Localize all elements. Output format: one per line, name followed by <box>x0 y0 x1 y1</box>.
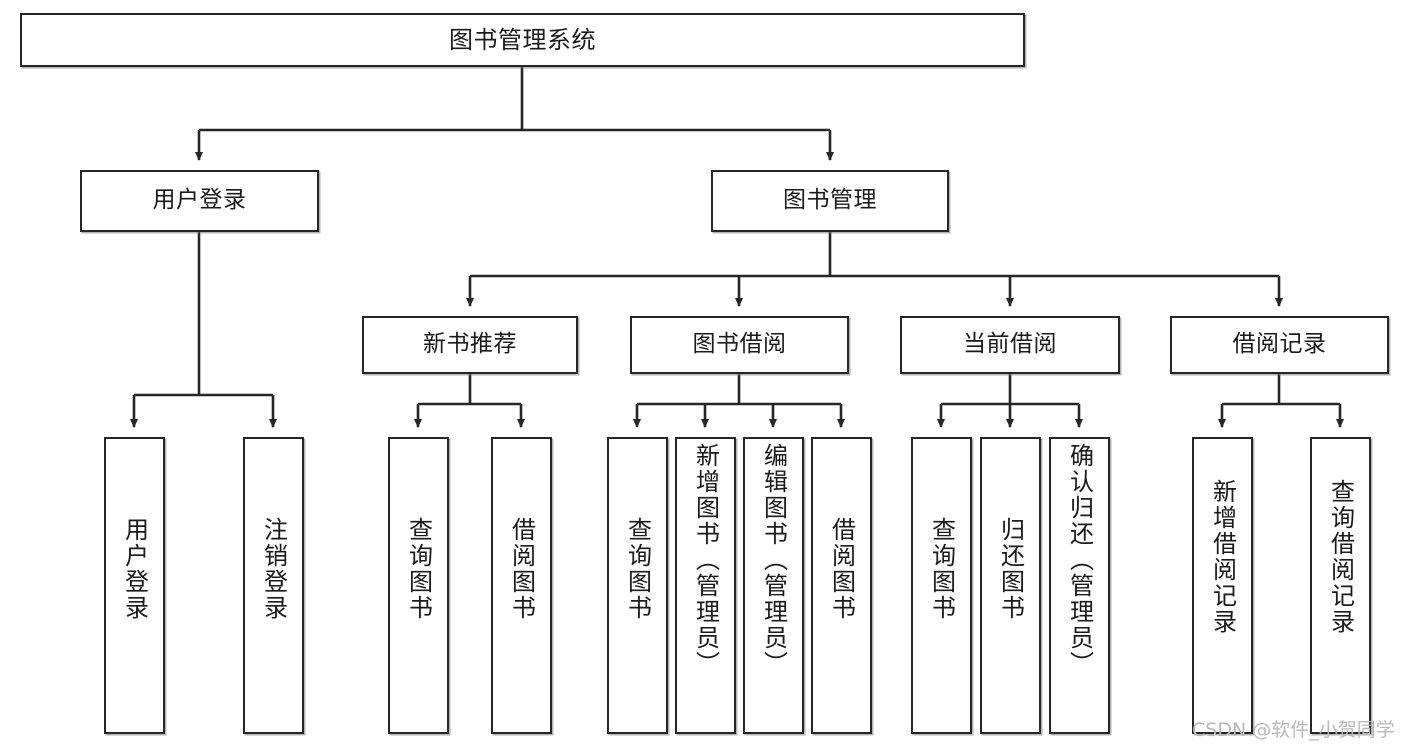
node-leaf-borrow-book-2[interactable]: 借阅图书 <box>811 437 872 734</box>
node-leaf-add-record[interactable]: 新增借阅记录 <box>1192 437 1253 734</box>
node-root[interactable]: 图书管理系统 <box>20 13 1025 67</box>
node-leaf-edit-book[interactable]: 编辑图书（管理员） <box>743 437 804 734</box>
node-current-borrow[interactable]: 当前借阅 <box>900 316 1120 374</box>
watermark-text: CSDN @软件_小贺同学 <box>1192 719 1395 741</box>
node-borrow-record-label: 借阅记录 <box>1232 331 1327 358</box>
node-leaf-user-login[interactable]: 用户登录 <box>104 437 165 734</box>
node-leaf-borrow-book-1-label: 借阅图书 <box>507 517 536 621</box>
node-leaf-return-book-label: 归还图书 <box>996 517 1025 621</box>
node-book-manage[interactable]: 图书管理 <box>711 170 949 232</box>
node-leaf-add-record-label: 新增借阅记录 <box>1208 479 1237 635</box>
node-new-book-recommend[interactable]: 新书推荐 <box>362 316 578 374</box>
node-leaf-query-book-2[interactable]: 查询图书 <box>607 437 668 734</box>
node-root-label: 图书管理系统 <box>449 25 596 54</box>
node-book-borrow[interactable]: 图书借阅 <box>630 316 849 374</box>
node-leaf-query-book-3-label: 查询图书 <box>927 517 956 621</box>
node-leaf-query-record-label: 查询借阅记录 <box>1326 479 1355 635</box>
node-current-borrow-label: 当前借阅 <box>963 331 1057 358</box>
node-leaf-confirm-return-label: 确认归还（管理员） <box>1065 443 1094 677</box>
node-leaf-query-record[interactable]: 查询借阅记录 <box>1310 437 1371 734</box>
node-leaf-query-book-2-label: 查询图书 <box>623 517 652 621</box>
node-leaf-user-logout[interactable]: 注销登录 <box>243 437 304 734</box>
node-book-manage-label: 图书管理 <box>783 187 877 214</box>
node-borrow-record[interactable]: 借阅记录 <box>1170 316 1389 374</box>
node-leaf-user-logout-label: 注销登录 <box>259 517 288 621</box>
node-leaf-borrow-book-2-label: 借阅图书 <box>827 517 856 621</box>
node-leaf-return-book[interactable]: 归还图书 <box>980 437 1041 734</box>
node-leaf-confirm-return[interactable]: 确认归还（管理员） <box>1049 437 1110 734</box>
node-new-book-recommend-label: 新书推荐 <box>423 331 517 358</box>
node-book-borrow-label: 图书借阅 <box>692 331 787 358</box>
node-user-login[interactable]: 用户登录 <box>80 170 319 232</box>
node-leaf-add-book[interactable]: 新增图书（管理员） <box>675 437 736 734</box>
node-leaf-query-book-1-label: 查询图书 <box>404 517 433 621</box>
node-leaf-add-book-label: 新增图书（管理员） <box>691 443 720 677</box>
node-leaf-user-login-label: 用户登录 <box>120 517 149 621</box>
node-leaf-query-book-3[interactable]: 查询图书 <box>911 437 972 734</box>
node-leaf-borrow-book-1[interactable]: 借阅图书 <box>491 437 552 734</box>
node-leaf-query-book-1[interactable]: 查询图书 <box>388 437 449 734</box>
node-leaf-edit-book-label: 编辑图书（管理员） <box>759 443 788 677</box>
node-user-login-label: 用户登录 <box>152 187 247 214</box>
